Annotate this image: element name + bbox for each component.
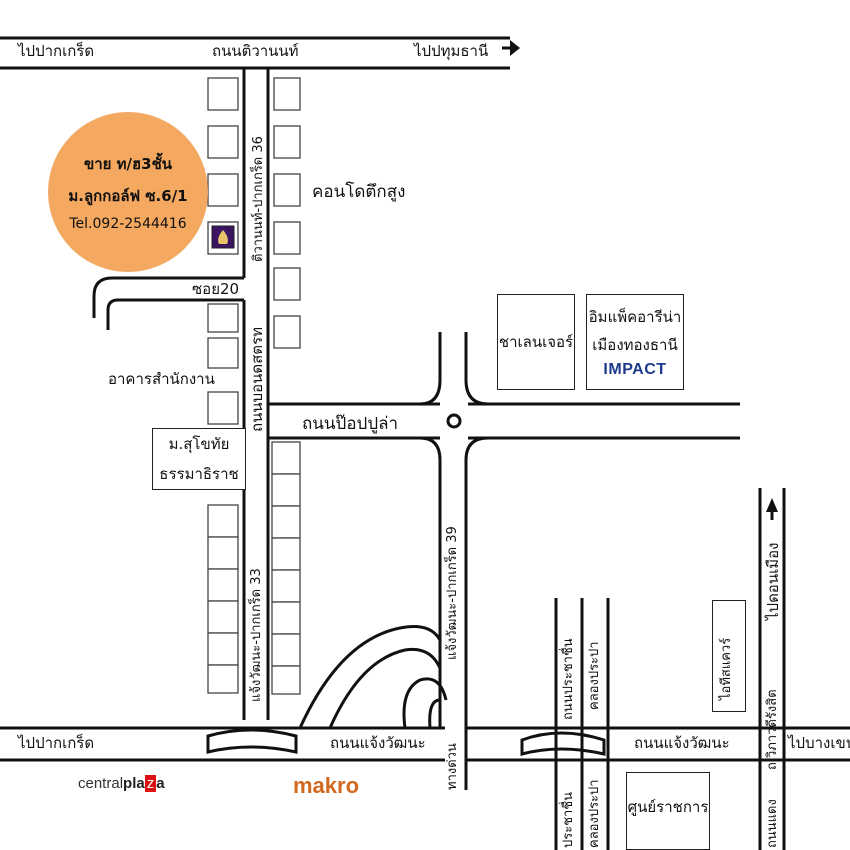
plaza-text: pla — [123, 775, 145, 792]
sale-phone: Tel.092-2544416 — [69, 216, 187, 232]
expressway-label: ทางด่วน — [445, 743, 460, 790]
top-right-direction: ไปปทุมธานี — [414, 42, 489, 60]
bond-street-label: ถนนบอนดสตรท — [248, 327, 266, 432]
central-text: central — [78, 775, 124, 792]
makro-logo: makro — [293, 773, 360, 798]
popular-road-label: ถนนป๊อปปูล่า — [302, 414, 399, 434]
impact-box: อิมแพ็คอารีน่า เมืองทองธานี IMPACT — [586, 294, 684, 390]
gov-center-label: ศูนย์ราชการ — [627, 798, 709, 816]
tiwanon-road-label: ถนนติวานนท์ — [212, 42, 299, 60]
impact-logo: IMPACT — [603, 361, 667, 378]
soi33-label: แจ้งวัฒนะ-ปากเกร็ด 33 — [249, 568, 264, 702]
soi39-label: แจ้งวัฒนะ-ปากเกร็ด 39 — [445, 526, 460, 660]
sukhothai-box: ม.สุโขทัย ธรรมาธิราช — [152, 428, 246, 490]
office-label: อาคารสำนักงาน — [108, 370, 215, 388]
sale-badge: ขาย ท/ฮ3ชั้น ม.ลูกกอล์ฟ ซ.6/1 Tel.092-25… — [48, 112, 208, 272]
klongprapa-label: คลองประปา — [587, 641, 602, 710]
sukhothai-line-2: ธรรมาธิราช — [159, 465, 239, 483]
it-square-box — [712, 600, 746, 712]
prachachuen-label: ถนนประชาชื่น — [561, 638, 576, 720]
chaengwattana-label: ถนนแจ้งวัฒนะ — [330, 734, 426, 752]
top-left-direction: ไปปากเกร็ด — [18, 42, 95, 60]
sale-line-1: ขาย ท/ฮ3ชั้น — [83, 155, 173, 173]
plaza-z: z — [144, 775, 157, 792]
chaengwattana-label-2: ถนนแจ้งวัฒนะ — [634, 734, 730, 752]
soi36-label: ติวานนท์-ปากเกร็ด 36 — [251, 136, 266, 262]
gov-center-box: ศูนย์ราชการ — [626, 772, 710, 850]
bottom-left-direction: ไปปากเกร็ด — [18, 734, 95, 752]
impact-line-1: อิมแพ็คอารีน่า — [588, 308, 682, 326]
sukhothai-line-1: ม.สุโขทัย — [168, 435, 230, 453]
it-square-label: ไอทีสแควร์ — [719, 637, 734, 700]
klongprapa-lower-label: คลองประปา — [587, 779, 602, 848]
bottom-right-direction: ไปบางเขน — [788, 734, 850, 752]
condo-label: คอนโดตึกสูง — [312, 182, 406, 202]
sale-line-2: ม.ลูกกอล์ฟ ซ.6/1 — [68, 187, 188, 205]
challenger-box: ชาเลนเจอร์ — [497, 294, 575, 390]
vibhavadi-label: ถ.วิภาวดีรังสิต — [765, 689, 780, 770]
kamphaeng-label: ถนนแดง — [765, 799, 780, 848]
prachachuen-lower-label: ประชาชื่น — [561, 791, 576, 848]
don-mueang-direction: ไปดอนเมือง — [764, 542, 782, 620]
impact-line-2: เมืองทองธานี — [592, 336, 678, 354]
soi20-label: ซอย20 — [192, 280, 240, 298]
challenger-label: ชาเลนเจอร์ — [498, 333, 574, 351]
plaza-a: a — [156, 775, 165, 792]
